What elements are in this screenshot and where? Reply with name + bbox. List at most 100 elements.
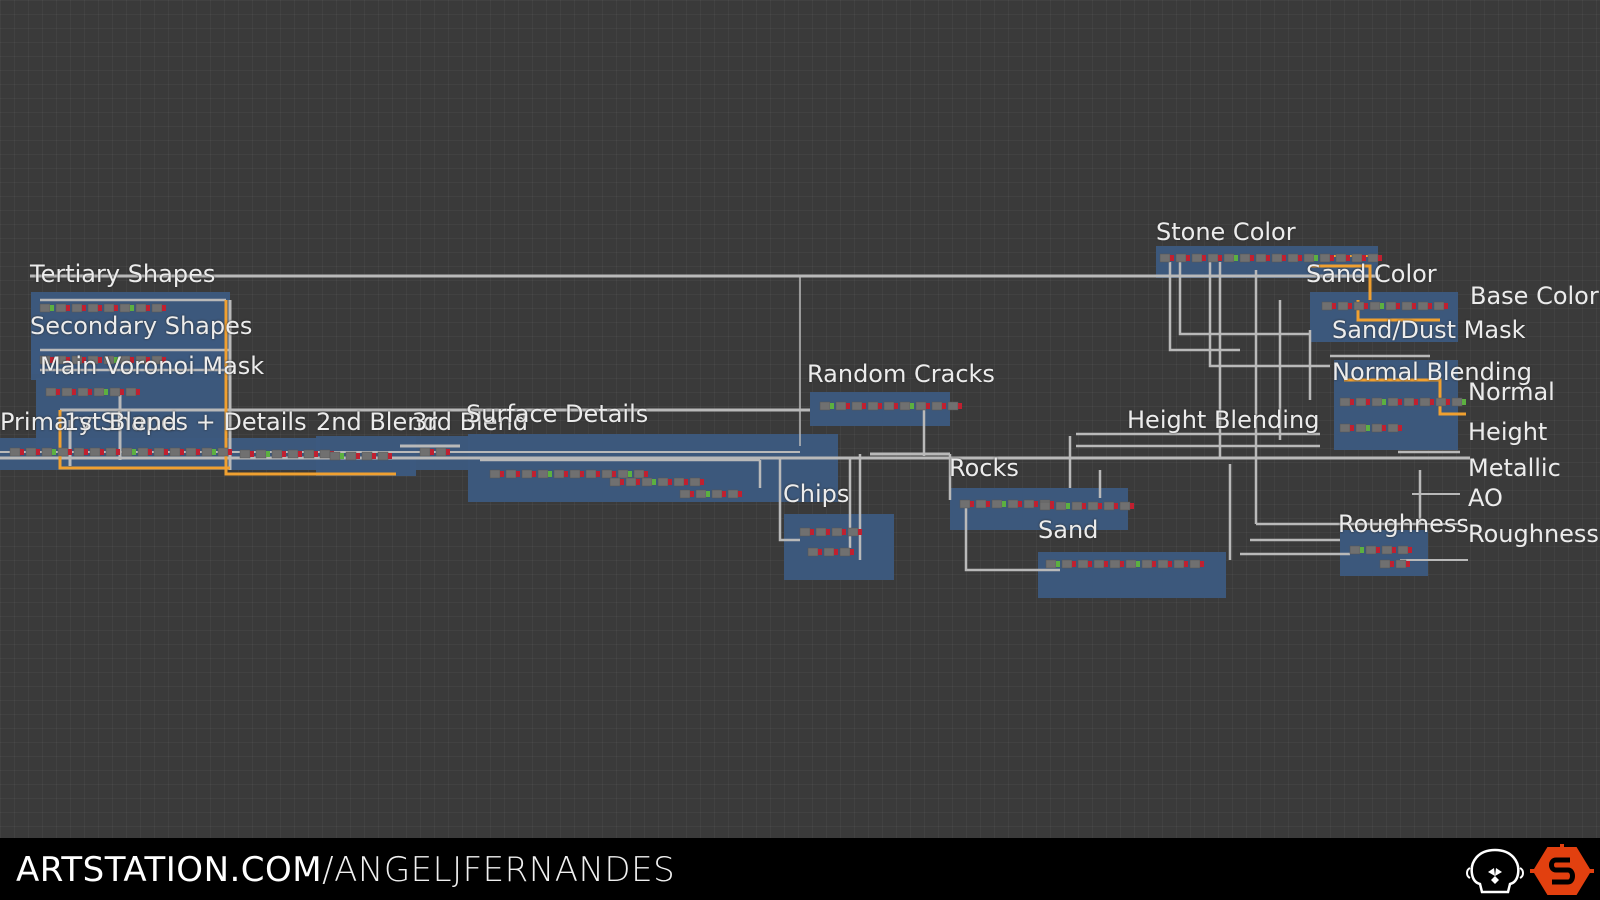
graph-node[interactable] [553,469,565,479]
node-port[interactable] [1184,561,1188,567]
graph-node[interactable] [991,499,1003,509]
node-port[interactable] [1376,547,1380,553]
node-port[interactable] [1082,503,1086,509]
node-port[interactable] [986,501,990,507]
node-port[interactable] [596,471,600,477]
node-port[interactable] [340,453,344,459]
node-port[interactable] [1234,255,1238,261]
graph-node[interactable] [55,303,67,313]
node-port[interactable] [1444,303,1448,309]
node-port[interactable] [620,479,624,485]
frame-label-1st-blend[interactable]: 1st Blend [64,408,178,436]
graph-node[interactable] [1339,423,1351,433]
graph-node[interactable] [45,387,57,397]
node-port[interactable] [858,529,862,535]
graph-node[interactable] [1387,397,1399,407]
graph-node[interactable] [819,401,831,411]
node-port[interactable] [98,305,102,311]
node-port[interactable] [1346,255,1350,261]
graph-node[interactable] [1045,559,1057,569]
graph-node[interactable] [1337,301,1349,311]
frame-label-main-voronoi-mask[interactable]: Main Voronoi Mask [40,352,265,380]
frame-label-3rd-blend[interactable]: 3rd Blend [412,408,528,436]
graph-node[interactable] [1381,545,1393,555]
graph-node[interactable] [585,469,597,479]
graph-node[interactable] [287,449,299,459]
graph-node[interactable] [1403,397,1415,407]
node-port[interactable] [162,305,166,311]
node-port[interactable] [1366,399,1370,405]
node-port[interactable] [82,305,86,311]
frame-label-chips[interactable]: Chips [783,480,850,508]
graph-node[interactable] [185,447,197,457]
node-port[interactable] [1066,503,1070,509]
graph-node[interactable] [489,469,501,479]
graph-node[interactable] [1077,559,1089,569]
graph-node[interactable] [419,447,431,457]
node-port[interactable] [706,491,710,497]
node-port[interactable] [136,389,140,395]
graph-node[interactable] [1355,397,1367,407]
node-port[interactable] [1348,303,1352,309]
frame-label-tertiary-shapes[interactable]: Tertiary Shapes [30,260,216,288]
graph-node[interactable] [1365,545,1377,555]
graph-node[interactable] [1119,501,1131,511]
node-port[interactable] [564,471,568,477]
node-port[interactable] [1428,303,1432,309]
node-port[interactable] [52,449,56,455]
node-port[interactable] [532,471,536,477]
graph-node[interactable] [679,489,691,499]
node-port[interactable] [846,403,850,409]
node-port[interactable] [1168,561,1172,567]
node-port[interactable] [1382,425,1386,431]
graph-node[interactable] [1109,559,1121,569]
graph-node[interactable] [601,469,613,479]
graph-node[interactable] [61,387,73,397]
graph-node[interactable] [105,447,117,457]
node-port[interactable] [372,453,376,459]
graph-node[interactable] [121,447,133,457]
graph-node[interactable] [329,451,341,461]
node-port[interactable] [830,403,834,409]
frame-box-sand-color[interactable] [1310,292,1458,342]
node-port[interactable] [580,471,584,477]
node-port[interactable] [1218,255,1222,261]
node-port[interactable] [36,449,40,455]
graph-node[interactable] [1387,423,1399,433]
node-port[interactable] [690,491,694,497]
node-port[interactable] [612,471,616,477]
graph-node[interactable] [71,303,83,313]
node-port[interactable] [56,389,60,395]
node-port[interactable] [114,305,118,311]
graph-node[interactable] [1379,559,1391,569]
frame-label-stone-color[interactable]: Stone Color [1156,218,1296,246]
node-port[interactable] [50,305,54,311]
graph-node[interactable] [641,477,653,487]
graph-node[interactable] [9,447,21,457]
graph-node[interactable] [1353,301,1365,311]
graph-node[interactable] [1401,301,1413,311]
graph-node[interactable] [947,401,959,411]
graph-node[interactable] [883,401,895,411]
node-port[interactable] [1362,255,1366,261]
node-port[interactable] [20,449,24,455]
graph-node[interactable] [345,451,357,461]
graph-node[interactable] [151,303,163,313]
graph-node[interactable] [1039,501,1051,511]
graph-node[interactable] [25,447,37,457]
frame-label-surface-details[interactable]: Surface Details [466,400,649,428]
node-port[interactable] [1072,561,1076,567]
frame-label-sand[interactable]: Sand [1038,516,1099,544]
graph-node[interactable] [1157,559,1169,569]
graph-node[interactable] [609,477,621,487]
graph-node[interactable] [1417,301,1429,311]
graph-node[interactable] [521,469,533,479]
node-port[interactable] [1398,425,1402,431]
node-port[interactable] [700,479,704,485]
node-port[interactable] [1104,561,1108,567]
node-port[interactable] [164,449,168,455]
graph-node[interactable] [125,387,137,397]
graph-node[interactable] [73,447,85,457]
node-port[interactable] [970,501,974,507]
node-port[interactable] [1392,547,1396,553]
